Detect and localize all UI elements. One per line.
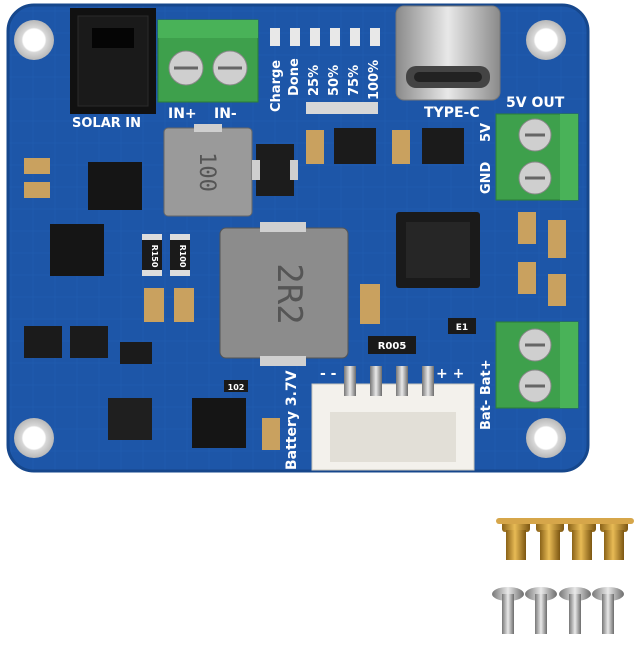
level-100-label: 100% [367,60,382,100]
brass-standoff [562,518,602,560]
inductor-marking: 2R2 [269,263,309,324]
screw [559,587,591,634]
in-plus-label: IN+ [168,106,197,122]
brass-standoff [530,518,570,560]
inductor-small: 100 [163,124,253,217]
mounting-hole [14,418,54,458]
battery-minus-marks: - - [320,366,337,382]
schottky-diode [252,144,298,196]
5v-pin-label: 5V [479,123,494,142]
capacitor [24,182,50,198]
inductor-marking: 100 [194,152,219,192]
gnd-pin-label: GND [479,161,494,194]
resistor-r100: R100 [170,234,190,276]
solar-in-label: SOLAR IN [72,116,141,131]
mounting-hole [526,418,566,458]
level-50-label: 50% [327,65,342,96]
charge-label: Charge [269,60,284,112]
mosfet [422,128,464,164]
component-marking: E1 [456,323,468,333]
capacitor [518,262,536,294]
mosfet [70,326,108,358]
battery-terminal-block [495,321,579,409]
resistor-marking: R150 [150,245,159,268]
mounting-hole [14,20,54,60]
brass-standoffs [496,518,634,560]
capacitor [392,130,410,164]
usb-type-c-port [395,5,501,101]
ic-qfn-small [108,398,152,440]
main-ic-qfn [396,212,480,288]
output-terminal-block [495,113,579,201]
capacitor [262,418,280,450]
capacitor [144,288,164,322]
screw [592,587,624,634]
screw [525,587,557,634]
battery-plus-marks: + + [436,366,464,382]
status-leds [270,28,380,114]
mosfet [334,128,376,164]
resistor-r150: R150 [142,234,162,276]
solar-dc-jack [70,8,156,114]
resistor-marking: 102 [228,383,245,392]
battery-connector [311,366,475,471]
capacitor [360,284,380,324]
capacitor [174,288,194,322]
ic-soic [192,398,246,448]
brass-standoff [594,518,634,560]
capacitor [24,158,50,174]
level-25-label: 25% [307,65,322,96]
capacitor-e1: E1 [448,318,476,334]
mounting-hole [526,20,566,60]
capacitor [548,220,566,258]
screw [492,587,524,634]
ic-soic [50,224,104,276]
capacitor [518,212,536,244]
5v-out-label: 5V OUT [506,95,565,111]
screws [492,587,624,634]
type-c-label: TYPE-C [424,105,480,121]
ic-soic [88,162,142,210]
capacitor [548,274,566,306]
battery-label: Battery 3.7V [284,370,300,470]
resistor-r005: R005 [368,336,416,354]
brass-standoff [496,518,536,560]
level-75-label: 75% [347,65,362,96]
inductor-large: 2R2 [219,222,349,366]
done-label: Done [287,58,302,96]
bat-pins-label: Bat- Bat+ [479,359,494,430]
input-terminal-block [157,19,259,103]
resistor-102: 102 [224,380,248,392]
capacitor [306,130,324,164]
resistor-marking: R100 [178,245,187,268]
in-minus-label: IN- [214,106,237,122]
mosfet [24,326,62,358]
mosfet [120,342,152,364]
resistor-marking: R005 [378,341,407,352]
